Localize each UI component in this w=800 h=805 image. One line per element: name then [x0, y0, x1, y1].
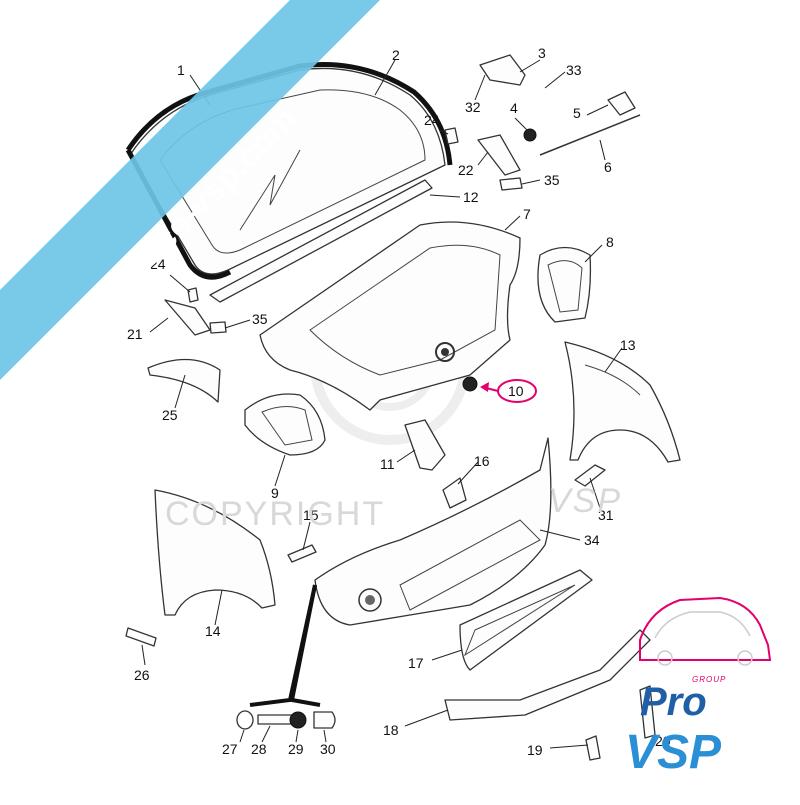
part-25-trim	[147, 358, 221, 403]
label-16: 16	[474, 453, 490, 469]
copyright-watermark: COPYRIGHT VSP	[165, 482, 622, 533]
label-19: 19	[527, 742, 543, 758]
part-14-fender	[154, 489, 276, 616]
label-30: 30	[320, 741, 336, 757]
label-7: 7	[523, 206, 531, 222]
label-33: 33	[566, 62, 582, 78]
provsp-logo: GROUP Pro VSP	[625, 596, 772, 779]
label-35-left: 35	[252, 311, 268, 327]
label-35-top: 35	[544, 172, 560, 188]
part-10-highlight	[480, 379, 537, 403]
label-17: 17	[408, 655, 424, 671]
label-22: 22	[458, 162, 474, 178]
logo-vsp-text: VSP	[625, 726, 722, 779]
label-1: 1	[177, 62, 185, 78]
label-13: 13	[620, 337, 636, 353]
leader-lines	[141, 59, 623, 749]
label-15: 15	[303, 507, 319, 523]
label-32: 32	[465, 99, 481, 115]
label-21: 21	[127, 326, 143, 342]
label-25: 25	[162, 407, 178, 423]
label-8: 8	[606, 234, 614, 250]
label-2: 2	[392, 47, 400, 63]
label-6: 6	[604, 159, 612, 175]
copyright-text: COPYRIGHT	[165, 495, 385, 533]
part-8-lamp	[537, 246, 592, 323]
part-9-lamp	[244, 393, 326, 456]
label-5: 5	[573, 105, 581, 121]
logo-pro-text: Pro	[640, 680, 707, 724]
part-11-bracket	[404, 419, 446, 471]
label-24-left: 24	[150, 256, 166, 272]
small-parts	[125, 54, 656, 761]
label-4: 4	[510, 100, 518, 116]
label-29: 29	[288, 741, 304, 757]
fastener-leader	[249, 584, 321, 707]
label-12: 12	[463, 189, 479, 205]
label-10: 10	[508, 383, 524, 399]
label-9: 9	[271, 485, 279, 501]
part-7-panel	[259, 221, 521, 411]
label-26: 26	[134, 667, 150, 683]
label-20: 20	[655, 733, 671, 749]
part-13-fender	[564, 341, 681, 463]
label-28: 28	[251, 741, 267, 757]
label-11: 11	[380, 456, 395, 472]
label-3: 3	[538, 45, 546, 61]
part-number-labels: 1 2 3 33 32 4 5 6 24 22 35 12 7 8 24 21 …	[127, 45, 671, 758]
logo-group-text: GROUP	[692, 675, 726, 684]
label-34: 34	[584, 532, 600, 548]
part-12-strip	[209, 179, 433, 303]
label-31: 31	[598, 507, 614, 523]
part-34-bumper	[314, 437, 552, 626]
label-27: 27	[222, 741, 238, 757]
part-16-hinge	[442, 477, 467, 509]
label-24-top: 24	[424, 112, 440, 128]
label-14: 14	[205, 623, 221, 639]
part-17-grille	[459, 569, 593, 671]
label-18: 18	[383, 722, 399, 738]
copyright-vsp-text: VSP	[548, 482, 622, 520]
part-10-knob	[462, 376, 478, 392]
part-18-rail	[444, 629, 651, 721]
